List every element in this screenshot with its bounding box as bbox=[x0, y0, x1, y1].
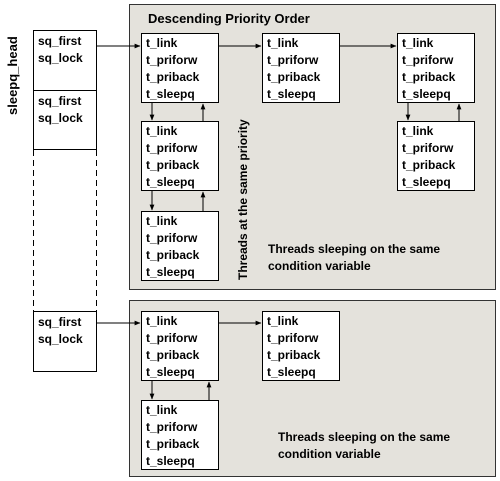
t-sleepq-field: t_sleepq bbox=[146, 265, 195, 279]
sleepq-head-column: sq_first sq_lock sq_first sq_lock sq_fir… bbox=[33, 30, 97, 372]
sq-first-field: sq_first bbox=[38, 315, 82, 329]
t-sleepq-field: t_sleepq bbox=[146, 365, 195, 379]
t-priback-field: t_priback bbox=[146, 248, 200, 262]
t-priback-field: t_priback bbox=[402, 158, 456, 172]
t-link-field: t_link bbox=[146, 214, 178, 228]
hash-bucket: sq_first sq_lock bbox=[33, 30, 97, 91]
t-priforw-field: t_priforw bbox=[402, 141, 454, 155]
t-priforw-field: t_priforw bbox=[146, 231, 198, 245]
top-caption-line1: Threads sleeping on the same bbox=[268, 242, 441, 256]
thread-struct: t_link t_priforw t_priback t_sleepq bbox=[262, 311, 340, 381]
t-priback-field: t_priback bbox=[146, 158, 200, 172]
t-priforw-field: t_priforw bbox=[146, 141, 198, 155]
hash-bucket: sq_first sq_lock bbox=[33, 311, 97, 372]
t-priback-field: t_priback bbox=[267, 348, 321, 362]
thread-struct: t_link t_priforw t_priback t_sleepq bbox=[262, 33, 340, 103]
sq-first-field: sq_first bbox=[38, 34, 82, 48]
t-link-field: t_link bbox=[146, 403, 178, 417]
t-priforw-field: t_priforw bbox=[267, 53, 319, 67]
t-priback-field: t_priback bbox=[146, 437, 200, 451]
t-link-field: t_link bbox=[146, 314, 178, 328]
t-link-field: t_link bbox=[146, 36, 178, 50]
t-priback-field: t_priback bbox=[402, 70, 456, 84]
t-link-field: t_link bbox=[402, 124, 434, 138]
t-link-field: t_link bbox=[267, 314, 299, 328]
sq-lock-field: sq_lock bbox=[38, 332, 83, 346]
t-sleepq-field: t_sleepq bbox=[146, 454, 195, 468]
t-sleepq-field: t_sleepq bbox=[146, 87, 195, 101]
thread-struct: t_link t_priforw t_priback t_sleepq bbox=[397, 33, 475, 103]
hash-bucket: sq_first sq_lock bbox=[33, 90, 97, 150]
t-priback-field: t_priback bbox=[146, 70, 200, 84]
t-priforw-field: t_priforw bbox=[267, 331, 319, 345]
t-link-field: t_link bbox=[146, 124, 178, 138]
thread-struct: t_link t_priforw t_priback t_sleepq bbox=[141, 121, 219, 191]
thread-struct: t_link t_priforw t_priback t_sleepq bbox=[141, 400, 219, 470]
t-sleepq-field: t_sleepq bbox=[146, 175, 195, 189]
t-priforw-field: t_priforw bbox=[402, 53, 454, 67]
t-sleepq-field: t_sleepq bbox=[402, 87, 451, 101]
t-priback-field: t_priback bbox=[146, 348, 200, 362]
t-link-field: t_link bbox=[402, 36, 434, 50]
t-priforw-field: t_priforw bbox=[146, 53, 198, 67]
sq-first-field: sq_first bbox=[38, 94, 82, 108]
t-link-field: t_link bbox=[267, 36, 299, 50]
panel-title: Descending Priority Order bbox=[148, 11, 310, 26]
thread-struct: t_link t_priforw t_priback t_sleepq bbox=[141, 311, 219, 381]
thread-struct: t_link t_priforw t_priback t_sleepq bbox=[397, 121, 475, 191]
bottom-caption-line1: Threads sleeping on the same bbox=[278, 430, 451, 444]
sq-lock-field: sq_lock bbox=[38, 51, 83, 65]
t-priforw-field: t_priforw bbox=[146, 331, 198, 345]
t-sleepq-field: t_sleepq bbox=[267, 365, 316, 379]
t-sleepq-field: t_sleepq bbox=[402, 175, 451, 189]
bottom-caption-line2: condition variable bbox=[278, 447, 381, 461]
thread-struct: t_link t_priforw t_priback t_sleepq bbox=[141, 211, 219, 281]
top-caption-line2: condition variable bbox=[268, 259, 371, 273]
t-sleepq-field: t_sleepq bbox=[267, 87, 316, 101]
sq-lock-field: sq_lock bbox=[38, 111, 83, 125]
t-priback-field: t_priback bbox=[267, 70, 321, 84]
t-priforw-field: t_priforw bbox=[146, 420, 198, 434]
thread-struct: t_link t_priforw t_priback t_sleepq bbox=[141, 33, 219, 103]
